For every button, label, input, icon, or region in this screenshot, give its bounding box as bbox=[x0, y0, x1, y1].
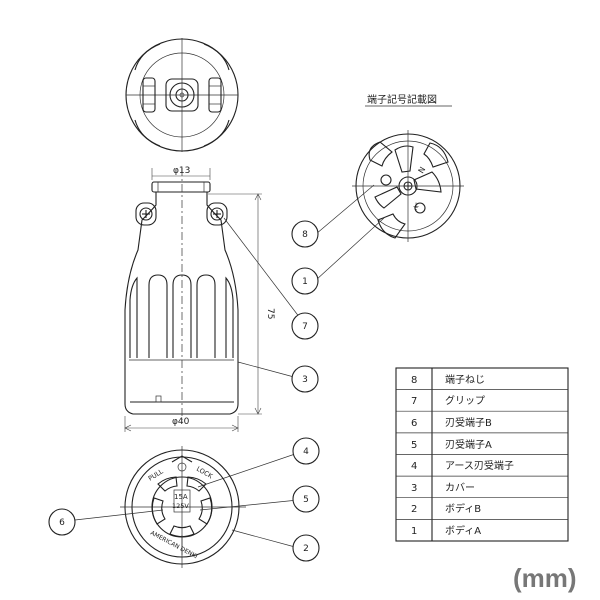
dim-top-diameter: φ13 bbox=[173, 166, 190, 176]
table-row-name: 刃受端子A bbox=[445, 438, 492, 451]
table-row-no: 4 bbox=[411, 461, 417, 472]
table-row-no: 3 bbox=[411, 483, 417, 494]
table-row-name: ボディA bbox=[445, 524, 481, 537]
callout-4: 4 bbox=[303, 447, 309, 457]
side-view bbox=[124, 168, 262, 432]
callout-8: 8 bbox=[302, 230, 308, 240]
leader-lines bbox=[74, 184, 385, 548]
terminal-ground-label: ⏚ bbox=[412, 202, 420, 211]
callout-8-circle bbox=[291, 220, 319, 248]
callout-4-circle bbox=[292, 437, 320, 465]
table-row-name: アース刃受端子 bbox=[445, 459, 514, 472]
callout-2-circle bbox=[292, 534, 320, 562]
terminal-n-label: N bbox=[417, 165, 428, 175]
top-view bbox=[125, 38, 239, 152]
callout-7-circle bbox=[291, 312, 319, 340]
callout-5-circle bbox=[292, 485, 320, 513]
callout-3: 3 bbox=[302, 375, 308, 385]
callout-1: 1 bbox=[302, 277, 308, 287]
callout-7: 7 bbox=[302, 322, 308, 332]
table-row-name: 端子ねじ bbox=[445, 373, 485, 386]
callout-2: 2 bbox=[303, 544, 309, 554]
front-face-view bbox=[120, 446, 246, 568]
terminal-diagram bbox=[352, 130, 464, 242]
table-row-name: カバー bbox=[445, 482, 475, 494]
callout-3-circle bbox=[291, 365, 319, 393]
face-rating-volt: 125V bbox=[172, 502, 189, 510]
callout-1-circle bbox=[291, 267, 319, 295]
dim-bottom-diameter: φ40 bbox=[172, 417, 190, 427]
parts-table bbox=[395, 367, 569, 542]
face-rating-amp: 15A bbox=[174, 493, 188, 501]
table-row-no: 6 bbox=[411, 418, 417, 429]
table-row-no: 2 bbox=[411, 504, 417, 515]
dim-height: 75 bbox=[265, 308, 275, 319]
table-row-name: ボディB bbox=[445, 502, 481, 515]
table-row-no: 5 bbox=[411, 440, 417, 451]
callout-6-circle bbox=[48, 508, 76, 536]
table-row-name: グリップ bbox=[445, 394, 485, 407]
table-row-no: 8 bbox=[411, 375, 417, 386]
table-row-no: 7 bbox=[411, 396, 417, 407]
terminal-diagram-title: 端子記号記載図 bbox=[367, 93, 437, 106]
callout-5: 5 bbox=[303, 495, 309, 505]
table-row-name: 刃受端子B bbox=[445, 416, 492, 429]
unit-label: (mm) bbox=[513, 563, 577, 593]
table-row-no: 1 bbox=[411, 526, 417, 537]
callout-6: 6 bbox=[59, 518, 65, 528]
